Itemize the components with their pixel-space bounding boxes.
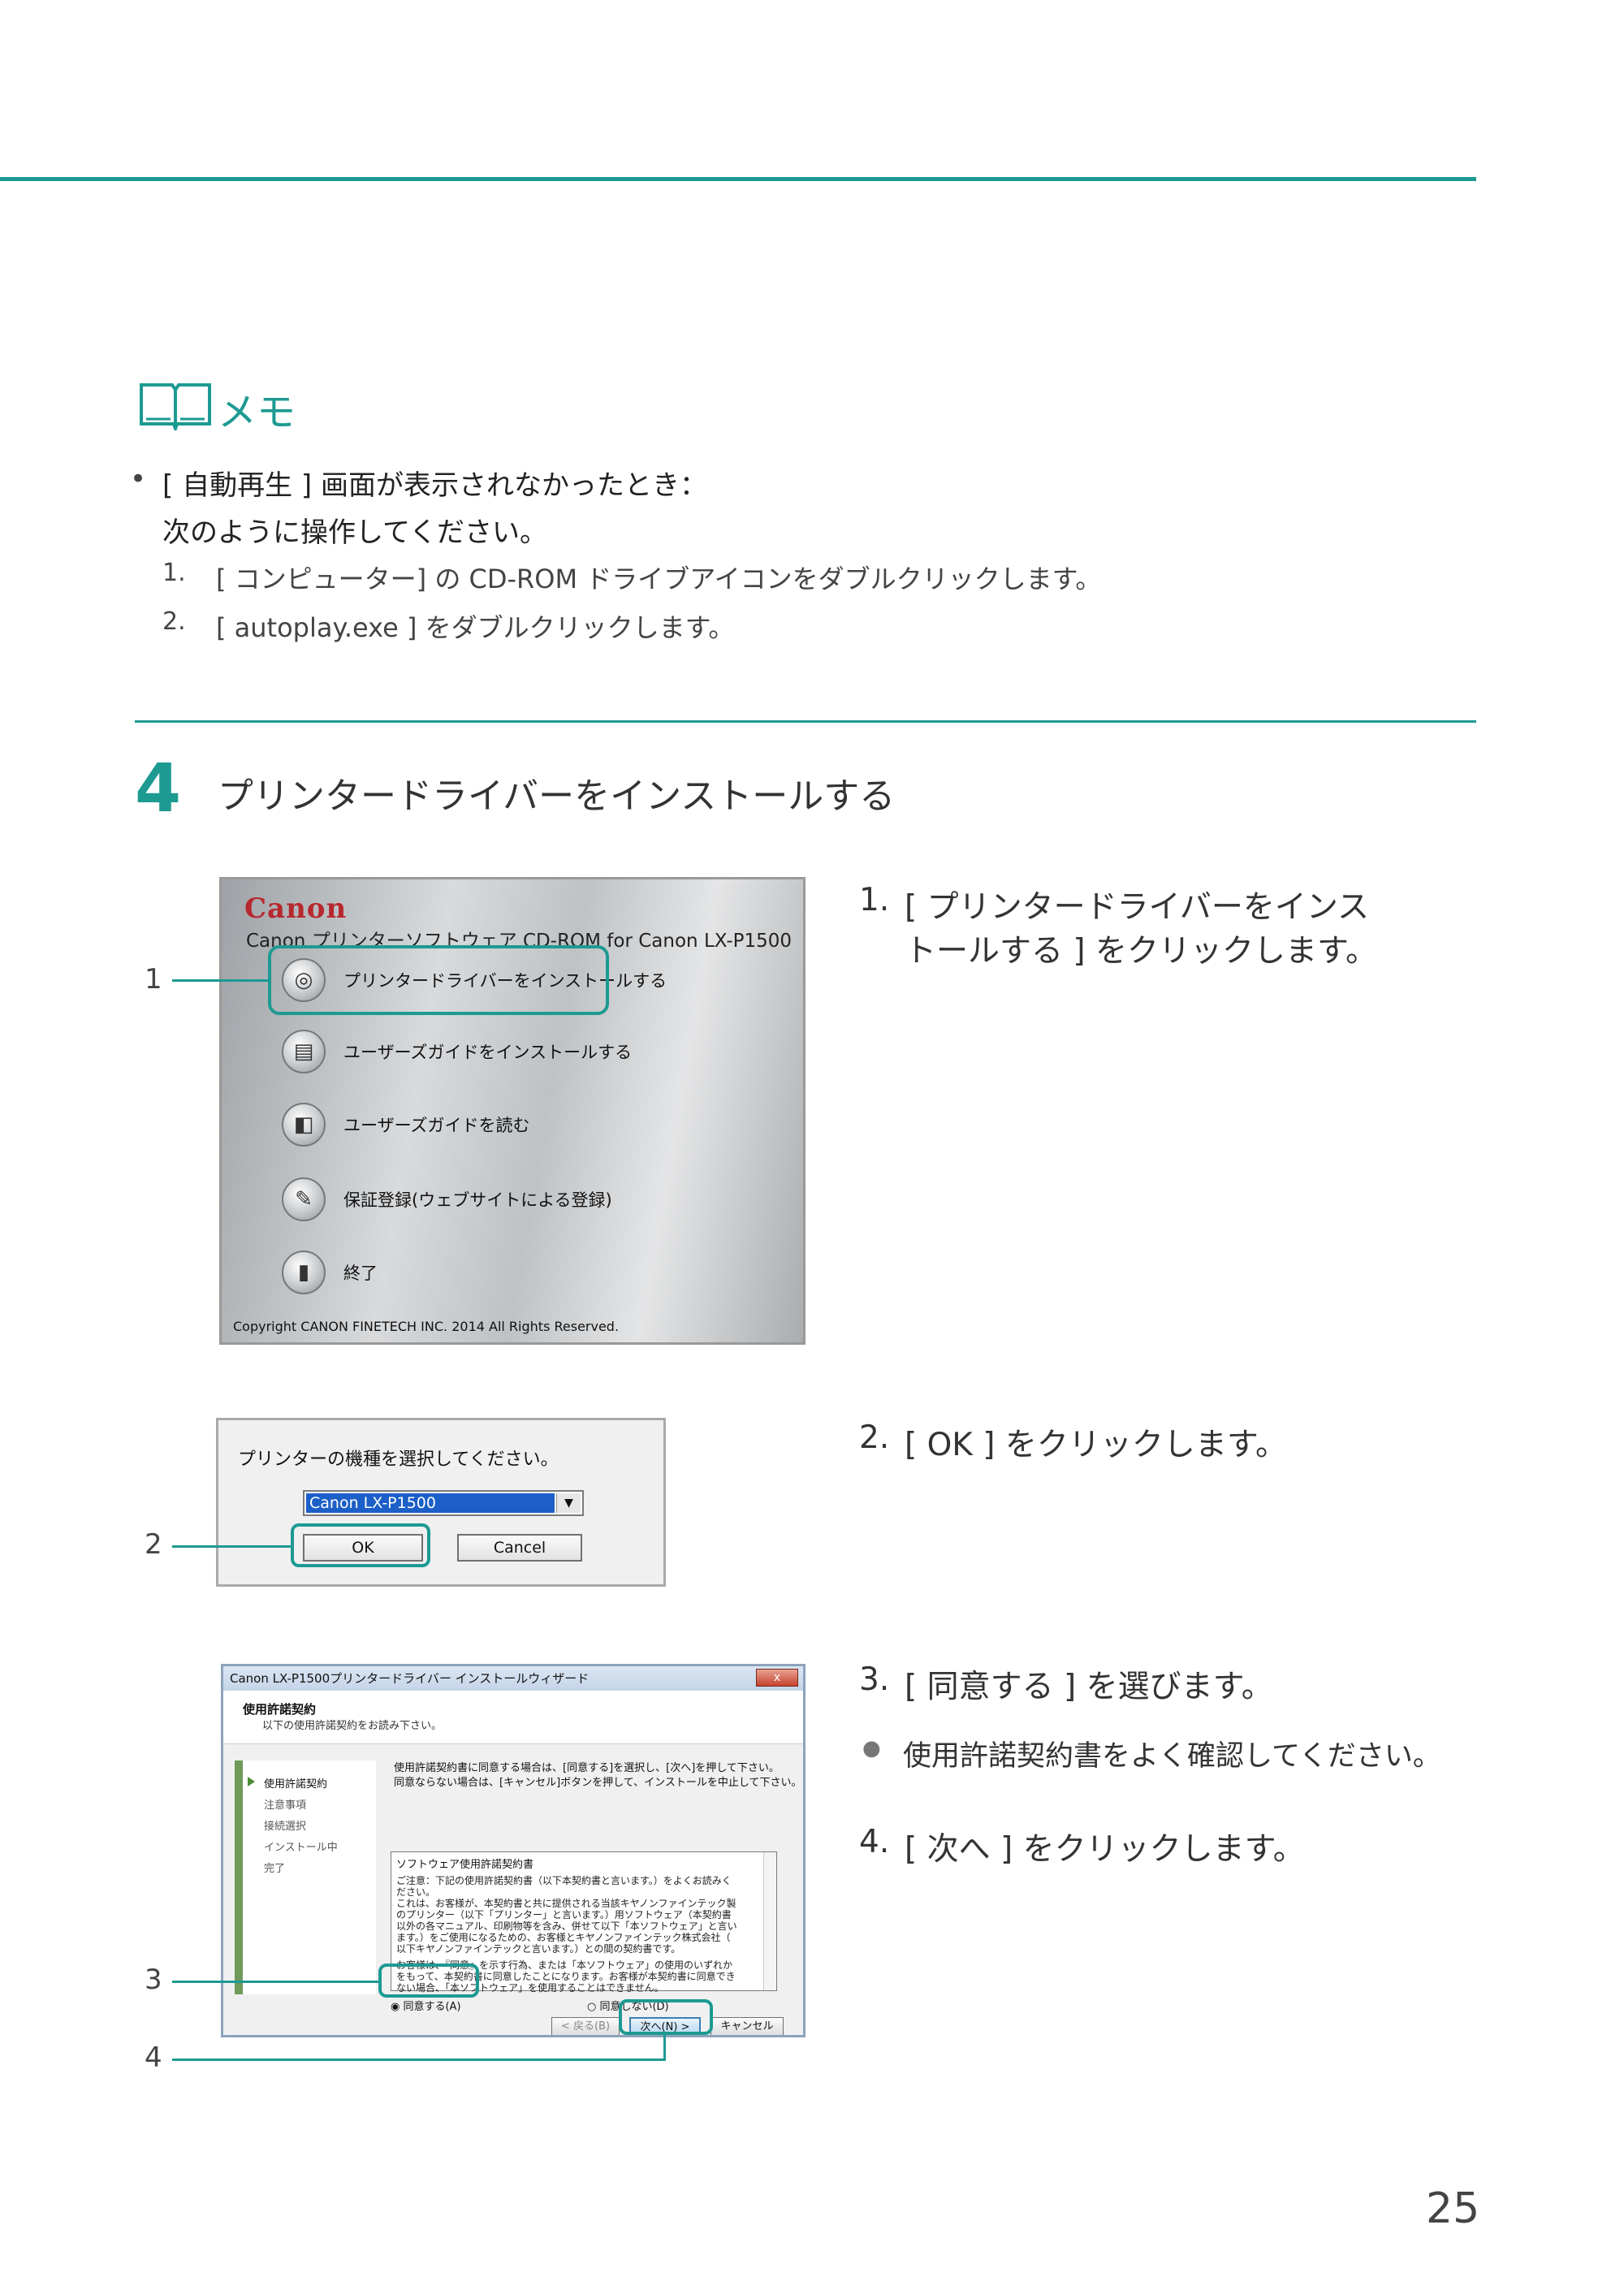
callout-1: 1 [145, 963, 162, 996]
highlight-agree [378, 1964, 479, 1998]
instruction-1-line1: [ プリンタードライバーをインス [905, 889, 1370, 926]
wizard-step-item: インストール中 [264, 1842, 338, 1854]
highlight-next [619, 1999, 713, 2035]
eula-line: をもって、本契約書に同意したことになります。お客様が本契約書に同意でき [396, 1971, 736, 1982]
note-bullet: ● [862, 1736, 881, 1760]
instruction-1-num: 1. [859, 882, 890, 918]
menu-item-label: 終了 [343, 1264, 378, 1283]
reader-icon: ◧ [282, 1103, 326, 1147]
cd-icon: ◎ [282, 958, 326, 1002]
eula-line: これは、お客様が、本契約書と共に提供される当該キヤノンファインテック製 [396, 1898, 736, 1909]
instruction-2-num: 2. [859, 1419, 890, 1456]
note-text: 使用許諾契約書をよく確認してください。 [903, 1740, 1441, 1773]
menu-item-install-driver[interactable]: ◎ プリンタードライバーをインストールする [282, 956, 667, 1004]
step-title: プリンタードライバーをインストールする [218, 775, 896, 817]
step-number: 4 [135, 750, 182, 827]
eula-line: ご注意：下記の使用許諾契約書（以下本契約書と言います。）をよくお読みく [396, 1875, 732, 1886]
menu-item-install-guide[interactable]: ▤ ユーザーズガイドをインストールする [282, 1027, 632, 1076]
eula-line: ない場合、「本ソフトウェア」を使用することはできません。 [396, 1982, 664, 1994]
menu-item-label: 保証登録(ウェブサイトによる登録) [343, 1190, 612, 1210]
instruction-4-num: 4. [859, 1824, 890, 1860]
eula-line: ます。）をご使用になるための、お客様とキヤノンファインテック株式会社（ [396, 1932, 731, 1943]
memo-heading: [ 自動再生 ] 画面が表示されなかったとき： [162, 469, 707, 502]
cancel-button[interactable]: Cancel [457, 1534, 582, 1562]
memo-book-icon [138, 380, 213, 434]
memo-bullet: • [130, 463, 147, 495]
memo-intro: 次のように操作してください。 [162, 516, 547, 549]
callout-3: 3 [145, 1964, 162, 1996]
menu-item-label: プリンタードライバーをインストールする [343, 971, 667, 991]
wizard-note-line1: 使用許諾契約書に同意する場合は、[同意する]を選択し、[次へ]を押して下さい。 [394, 1762, 780, 1774]
memo-step-2-text: [ autoplay.exe ] をダブルクリックします。 [216, 612, 735, 643]
canon-logo: Canon [244, 892, 348, 925]
callout-line-4 [172, 2059, 666, 2061]
instruction-4-text: [ 次へ ] をクリックします。 [905, 1831, 1305, 1868]
wizard-body: 使用許諾契約 注意事項 接続選択 インストール中 完了 使用許諾契約書に同意する… [223, 1744, 803, 2035]
eula-title: ソフトウェア使用許諾契約書 [396, 1859, 534, 1871]
globe-icon: ✎ [282, 1177, 326, 1221]
callout-line-1 [172, 979, 268, 982]
chevron-down-icon[interactable]: ▼ [556, 1493, 581, 1513]
menu-item-label: ユーザーズガイドをインストールする [343, 1043, 633, 1062]
menu-item-read-guide[interactable]: ◧ ユーザーズガイドを読む [282, 1100, 530, 1149]
model-selected-value: Canon LX-P1500 [306, 1493, 555, 1513]
ok-button[interactable]: OK [303, 1534, 423, 1562]
agree-radio[interactable]: ◉ 同意する(A) [391, 2001, 461, 2013]
eula-line: ださい。 [396, 1886, 436, 1898]
instruction-2-text: [ OK ] をクリックします。 [905, 1427, 1287, 1463]
eula-textbox[interactable]: ソフトウェア使用許諾契約書 ご注意：下記の使用許諾契約書（以下本契約書と言います… [391, 1851, 777, 1994]
eula-line: のプリンター（以下「プリンター」と言います。）用ソフトウェア（本契約書 [396, 1909, 732, 1920]
back-button[interactable]: < 戻る(B) [551, 2017, 620, 2035]
next-button[interactable]: 次へ(N) > [629, 2017, 701, 2035]
callout-line-3 [172, 1981, 378, 1983]
wizard-steps-panel: 使用許諾契約 注意事項 接続選択 インストール中 完了 [235, 1760, 376, 1994]
highlight-install-driver [268, 945, 609, 1015]
wizard-titlebar: Canon LX-P1500プリンタードライバー インストールウィザード [223, 1666, 803, 1691]
memo-step-1-text: [ コンピューター] の CD-ROM ドライブアイコンをダブルクリックします。 [216, 564, 1102, 594]
close-icon[interactable]: x [756, 1669, 798, 1687]
copyright-text: Copyright CANON FINETECH INC. 2014 All R… [233, 1319, 620, 1334]
wizard-header: 使用許諾契約 以下の使用許諾契約をお読み下さい。 [223, 1691, 803, 1744]
model-select-screenshot: プリンターの機種を選択してください。 Canon LX-P1500 ▼ OK C… [216, 1418, 666, 1587]
eula-scrollbar[interactable] [763, 1852, 776, 1990]
callout-4: 4 [145, 2041, 162, 2074]
memo-step-1-num: 1. [162, 559, 186, 587]
memo-title: メモ [218, 390, 296, 435]
wizard-step-item: 完了 [264, 1863, 286, 1875]
wizard-note-line2: 同意ならない場合は、[キャンセル]ボタンを押して、インストールを中止して下さい。 [394, 1777, 802, 1789]
wizard-header-title: 使用許諾契約 [243, 1702, 317, 1717]
callout-line-2 [172, 1545, 291, 1548]
menu-item-exit[interactable]: ▮ 終了 [282, 1248, 378, 1297]
section-divider [135, 720, 1476, 723]
wizard-step-item: 使用許諾契約 [264, 1778, 328, 1791]
instruction-3-num: 3. [859, 1661, 890, 1698]
cancel-button[interactable]: キャンセル [710, 2017, 784, 2035]
highlight-ok [291, 1523, 430, 1567]
top-rule [0, 177, 1476, 181]
eula-line: 以外の各マニュアル、印刷物等を含み、併せて以下「本ソフトウェア」と言い [396, 1920, 737, 1932]
wizard-step-item: 注意事項 [264, 1799, 307, 1812]
current-step-arrow-icon [248, 1777, 255, 1786]
disagree-radio[interactable]: ○ 同意しない(D) [587, 2001, 669, 2013]
callout-2: 2 [145, 1528, 162, 1561]
instruction-1-line2: トールする ] をクリックします。 [905, 933, 1378, 970]
model-select[interactable]: Canon LX-P1500 ▼ [303, 1490, 584, 1516]
install-wizard-screenshot: Canon LX-P1500プリンタードライバー インストールウィザード x 使… [221, 1664, 806, 2037]
eula-line: お客様は、『同意』を示す行為、または「本ソフトウェア」の使用のいずれか [396, 1959, 733, 1971]
wizard-step-item: 接続選択 [264, 1821, 307, 1833]
wizard-steps-list: 使用許諾契約 注意事項 接続選択 インストール中 完了 [243, 1760, 376, 1994]
menu-item-warranty[interactable]: ✎ 保証登録(ウェブサイトによる登録) [282, 1175, 612, 1224]
instruction-3-text: [ 同意する ] を選びます。 [905, 1669, 1273, 1705]
page-number: 25 [1426, 2184, 1480, 2233]
exit-door-icon: ▮ [282, 1251, 326, 1294]
menu-item-label: ユーザーズガイドを読む [343, 1116, 530, 1135]
callout-line-4-vertical [663, 2035, 666, 2061]
memo-step-2-num: 2. [162, 607, 186, 636]
wizard-header-subtitle: 以下の使用許諾契約をお読み下さい。 [262, 1720, 443, 1732]
eula-line: 以下キヤノンファインテックと言います。）との間の契約書です。 [396, 1943, 681, 1955]
cdrom-menu-screenshot: Canon Canon プリンターソフトウェア CD-ROM for Canon… [219, 877, 806, 1345]
model-prompt: プリンターの機種を選択してください。 [238, 1449, 559, 1470]
book-icon: ▤ [282, 1030, 326, 1074]
